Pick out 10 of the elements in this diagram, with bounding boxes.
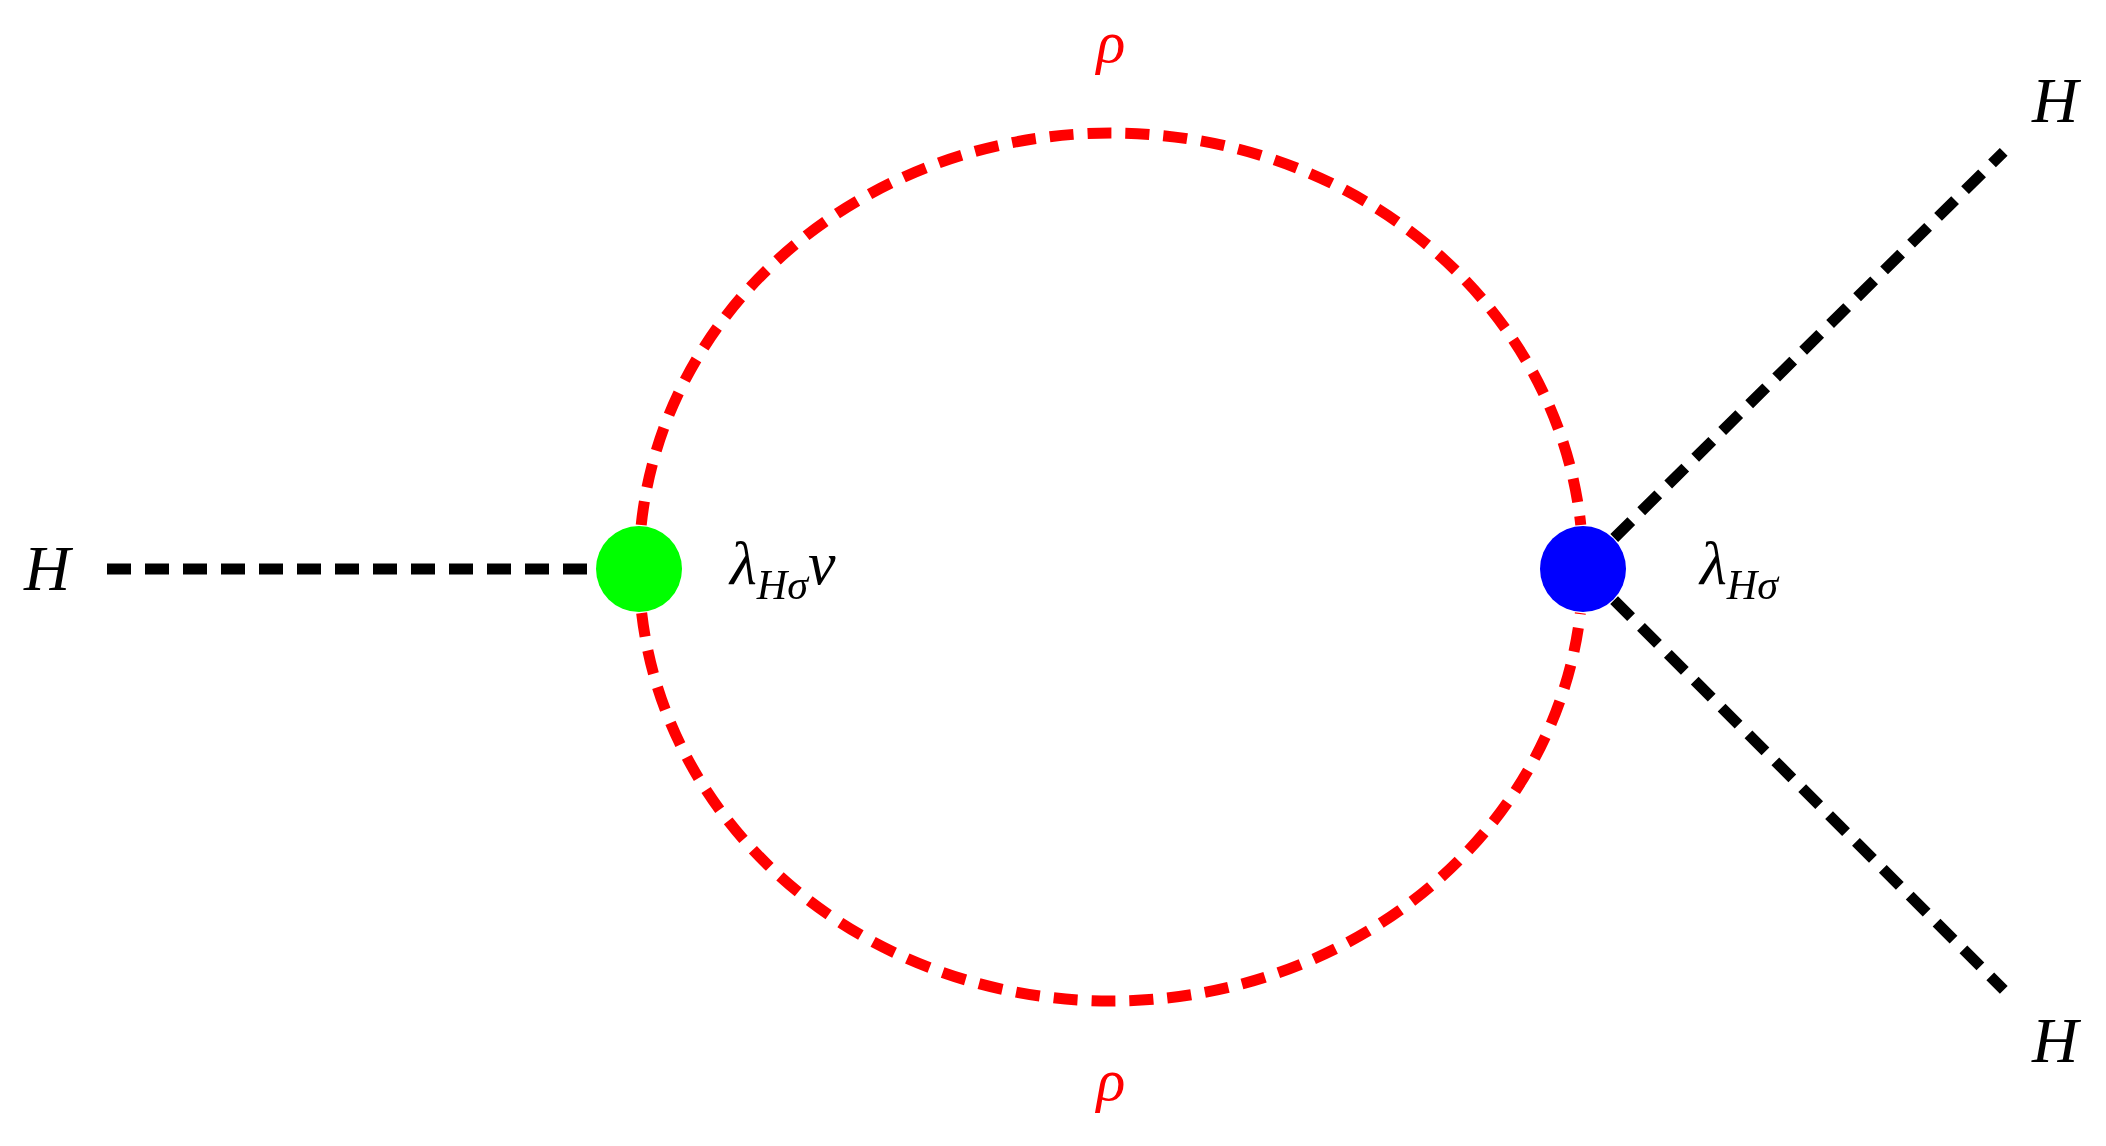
propagator-line: [635, 128, 1587, 526]
particle-label: H: [2025, 1009, 2085, 1073]
scalar-line: [1610, 147, 2008, 542]
coupling-label: λ$_{Hσ}$: [1700, 532, 1779, 606]
coupling-label: λ$_{Hσ}$v: [730, 532, 836, 606]
propagator-line: [636, 612, 1586, 1006]
particle-label: H: [17, 537, 77, 601]
vertex-dot: [1540, 526, 1626, 612]
scalar-line: [1610, 596, 2008, 994]
particle-label: H: [2025, 69, 2085, 133]
